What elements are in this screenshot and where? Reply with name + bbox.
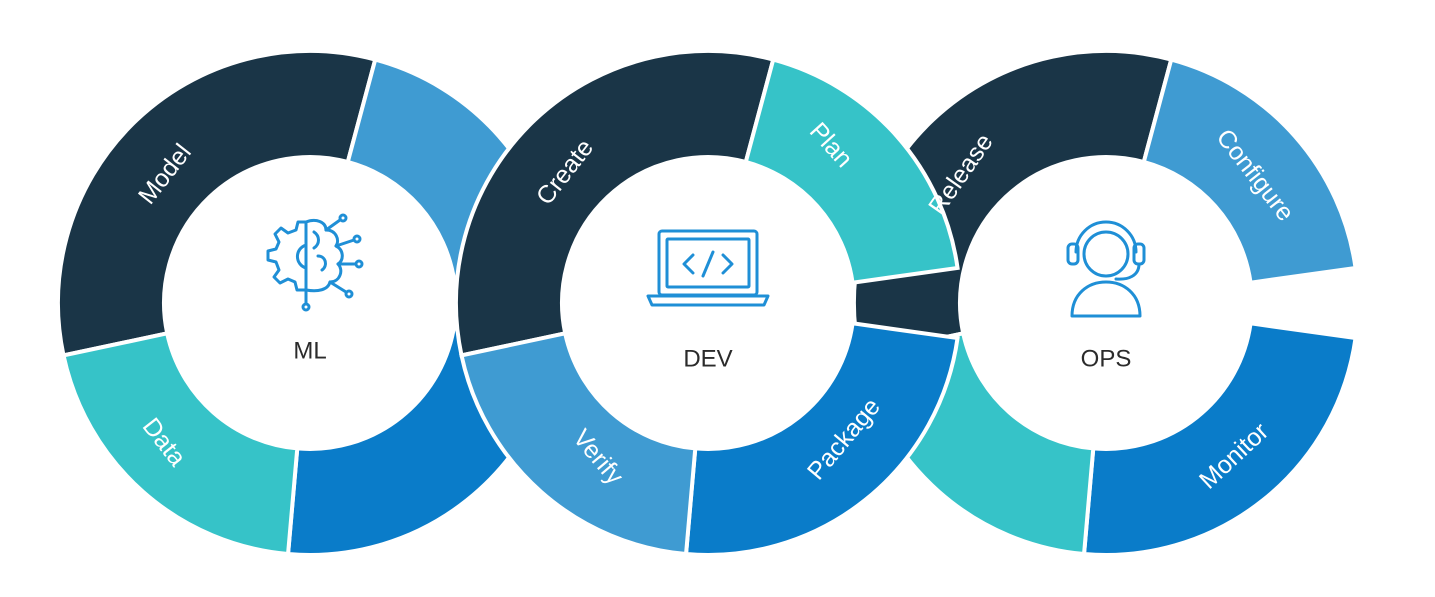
ops-center-circle bbox=[960, 157, 1252, 449]
laptop-code-icon bbox=[646, 229, 770, 307]
ml-center-label: ML bbox=[293, 337, 326, 364]
headset-operator-icon bbox=[1066, 220, 1146, 318]
dev-center-circle bbox=[562, 157, 854, 449]
brain-gear-icon bbox=[266, 213, 364, 312]
ops-center-label: OPS bbox=[1081, 345, 1132, 372]
ml-center-circle bbox=[164, 157, 456, 449]
dev-center-label: DEV bbox=[683, 345, 732, 372]
